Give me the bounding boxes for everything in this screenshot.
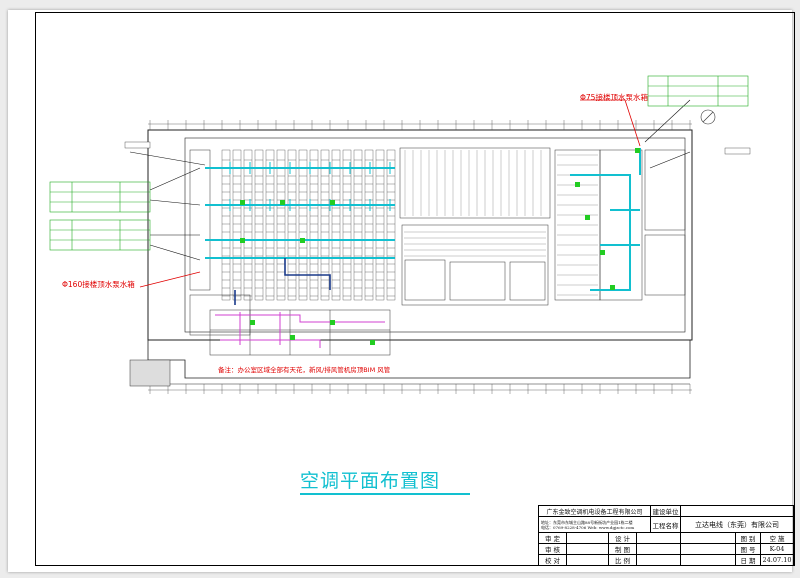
ac-units <box>240 148 640 345</box>
machine-grid <box>404 150 598 296</box>
drawing-no-value: 空 施 <box>761 533 794 544</box>
audit-label: 审 核 <box>539 544 567 555</box>
check-value <box>567 555 609 566</box>
top-pump-callout: Φ75接楼顶水泵水箱 <box>580 93 648 102</box>
drawing-title: 空调平面布置图 <box>300 470 441 492</box>
spec-table-left-top <box>49 181 151 213</box>
blank-2 <box>681 544 736 555</box>
review-value <box>567 533 609 544</box>
machine-area <box>189 147 686 336</box>
audit-value <box>567 544 609 555</box>
company-contact: 地址：东莞市东城主山路88号新街坊产业园1栋二楼 电话：0769-8228-47… <box>539 517 651 533</box>
sheet-label: 图 号 <box>736 544 761 555</box>
sheet-value: K-04 <box>761 544 794 555</box>
main-ducts <box>234 258 331 305</box>
company-name: 广东金致空调机电设备工程有限公司 <box>539 506 651 517</box>
design-value <box>637 533 681 544</box>
pipe-runs <box>215 312 385 348</box>
date-label: 日 期 <box>736 555 761 566</box>
scale-value <box>637 555 681 566</box>
drawing-border <box>35 12 795 566</box>
callout-leaders <box>139 99 641 288</box>
drawing-no-label: 图 别 <box>736 533 761 544</box>
project-name: 立达电线（东莞）有限公司 <box>681 517 794 533</box>
blank-1 <box>681 533 736 544</box>
construction-unit-value <box>681 506 794 517</box>
review-label: 审 定 <box>539 533 567 544</box>
leader-lines <box>129 99 691 261</box>
spec-table-left-bottom <box>49 219 151 251</box>
scale-label: 比 例 <box>609 555 637 566</box>
company-address: 地址：东莞市东城主山路88号新街坊产业园1栋二楼 <box>541 519 633 525</box>
date-value: 24.07.10 <box>761 555 794 566</box>
air-ducts <box>205 148 641 291</box>
construction-unit-label: 建设单位 <box>651 506 681 517</box>
north-symbol <box>700 109 716 125</box>
left-pump-callout: Φ160接楼顶水泵水箱 <box>62 280 135 289</box>
check-label: 校 对 <box>539 555 567 566</box>
dimension-lines <box>148 120 692 394</box>
office-note: 备注：办公室区域全部有天花，新风/排风管机房顶BIM 风管 <box>218 366 391 374</box>
equipment-tags <box>124 141 751 155</box>
draw-value <box>637 544 681 555</box>
office-zone <box>129 309 391 387</box>
spec-table-top-right <box>647 75 749 107</box>
draw-label: 制 图 <box>609 544 637 555</box>
title-block: 广东金致空调机电设备工程有限公司 地址：东莞市东城主山路88号新街坊产业园1栋二… <box>538 505 794 566</box>
drawing-sheet <box>8 10 792 572</box>
blank-3 <box>681 555 736 566</box>
design-label: 设 计 <box>609 533 637 544</box>
project-name-label: 工程名称 <box>651 517 681 533</box>
storage-racks <box>221 149 396 301</box>
company-phone: 电话：0769-8228-4706 Web: www.dgjzctc.com <box>541 524 635 530</box>
title-underline <box>300 493 470 495</box>
